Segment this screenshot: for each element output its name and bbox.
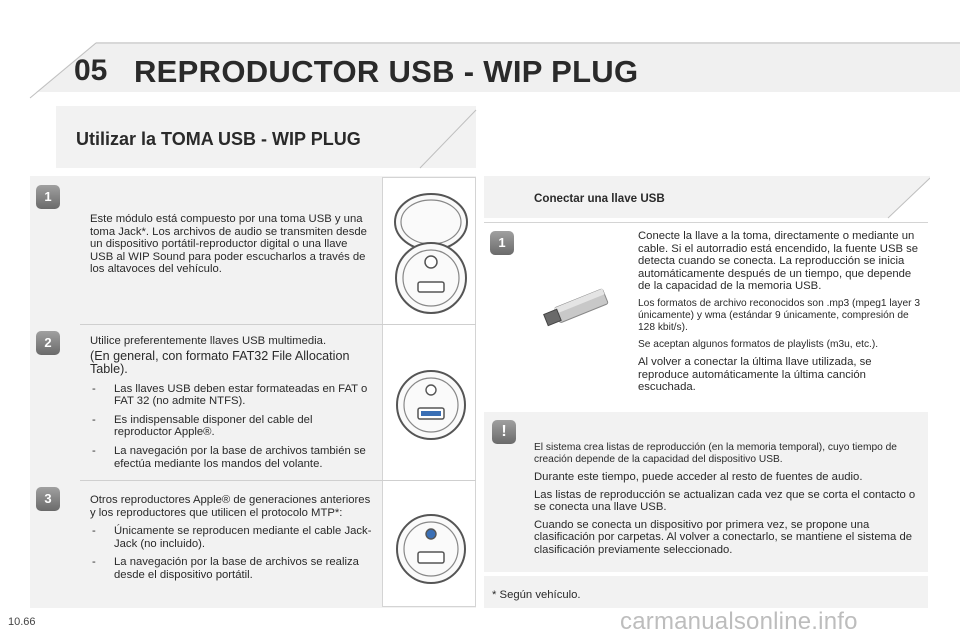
footnote-panel bbox=[484, 576, 928, 608]
section-title: Utilizar la TOMA USB - WIP PLUG bbox=[76, 129, 361, 149]
warning-p3: Las listas de reproducción se actualizan… bbox=[534, 488, 916, 514]
connect-instructions: Conecte la llave a la toma, directamente… bbox=[638, 230, 922, 399]
usb-intro: Utilice preferentemente llaves USB multi… bbox=[90, 335, 327, 347]
list-item: -Las llaves USB deben estar formateadas … bbox=[92, 382, 368, 408]
divider bbox=[80, 324, 476, 325]
header-banner bbox=[29, 42, 960, 169]
jack-socket-icon bbox=[396, 514, 466, 584]
playlists-text: Se aceptan algunos formatos de playlists… bbox=[638, 338, 879, 350]
footnote: * Según vehículo. bbox=[492, 589, 581, 601]
warning-text: El sistema crea listas de reproducción (… bbox=[534, 442, 920, 562]
step-badge-connect-1: 1 bbox=[490, 231, 514, 255]
fat32-note: (En general, con formato FAT32 File Allo… bbox=[90, 348, 350, 376]
module-description-text: Este módulo está compuesto por una toma … bbox=[90, 213, 367, 276]
usb-jack-socket-open-lid-icon bbox=[394, 193, 468, 314]
step-badge-1: 1 bbox=[36, 185, 60, 209]
list-item: -La navegación por la base de archivos t… bbox=[92, 444, 366, 470]
reconnect-text: Al volver a conectar la última llave uti… bbox=[638, 355, 872, 394]
list-item: -Únicamente se reproducen mediante el ca… bbox=[92, 525, 372, 550]
list-item: -La navegación por la base de archivos s… bbox=[92, 556, 359, 581]
warning-icon: ! bbox=[492, 420, 516, 444]
apple-players-info: Otros reproductores Apple® de generacion… bbox=[90, 494, 372, 588]
usb-recommendations: Utilice preferentemente llaves USB multi… bbox=[90, 335, 372, 476]
formats-text: Los formatos de archivo reconocidos son … bbox=[638, 297, 920, 333]
usb-socket-icon bbox=[396, 370, 466, 440]
connect-text: Conecte la llave a la toma, directamente… bbox=[638, 230, 919, 293]
warning-p1: El sistema crea listas de reproducción (… bbox=[534, 442, 897, 465]
divider bbox=[80, 480, 476, 481]
chapter-title: REPRODUCTOR USB - WIP PLUG bbox=[134, 54, 639, 89]
list-item: -Es indispensable disponer del cable del… bbox=[92, 413, 313, 439]
right-heading-tab bbox=[484, 176, 930, 219]
warning-p4: Cuando se conecta un dispositivo por pri… bbox=[534, 518, 913, 556]
step-badge-3: 3 bbox=[36, 487, 60, 511]
page-number: 10.66 bbox=[8, 616, 36, 628]
warning-panel bbox=[484, 412, 928, 572]
chapter-number: 05 bbox=[74, 54, 108, 87]
usb-stick-icon bbox=[543, 288, 609, 327]
module-description: Este módulo está compuesto por una toma … bbox=[90, 213, 370, 281]
step-badge-2: 2 bbox=[36, 331, 60, 355]
warning-p2: Durante este tiempo, puede acceder al re… bbox=[534, 471, 863, 483]
apple-intro: Otros reproductores Apple® de generacion… bbox=[90, 494, 371, 519]
watermark: carmanualsonline.info bbox=[620, 608, 858, 635]
connect-usb-heading: Conectar una llave USB bbox=[534, 192, 665, 205]
